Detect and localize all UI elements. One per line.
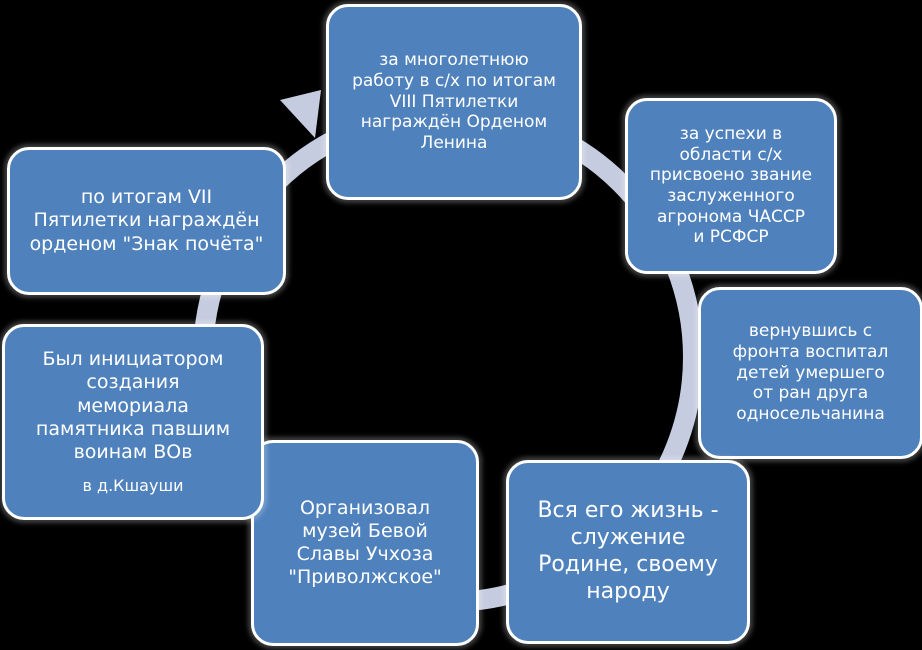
node-military-museum: Организовал музей Бевой Славы Учхоза "Пр… [251,440,479,646]
node-badge-of-honour-text: по итогам VII Пятилетки награждён ордено… [29,186,264,255]
node-memorial-initiator: Был инициатором создания мемориала памят… [2,324,264,520]
node-raised-children-text: вернувшись с фронта воспитал детей умерш… [732,321,889,425]
cycle-arrow-head [280,90,321,138]
node-honored-agronomist: за успехи в области с/х присвоено звание… [625,98,837,274]
node-service-to-homeland: Вся его жизнь - служение Родине, своему … [506,460,750,644]
node-honored-agronomist-text: за успехи в области с/х присвоено звание… [649,123,813,248]
node-memorial-initiator-text: Был инициатором создания мемориала памят… [35,348,231,463]
node-memorial-initiator-subtext: в д.Кшауши [82,476,184,496]
node-raised-children: вернувшись с фронта воспитал детей умерш… [698,287,922,459]
node-service-to-homeland-text: Вся его жизнь - служение Родине, своему … [537,498,719,604]
node-military-museum-text: Организовал музей Бевой Славы Учхоза "Пр… [288,496,442,589]
node-order-of-lenin: за многолетнюю работу в с/х по итогам VI… [326,4,582,200]
node-badge-of-honour: по итогам VII Пятилетки награждён ордено… [7,147,286,295]
node-order-of-lenin-text: за многолетнюю работу в с/х по итогам VI… [352,50,556,154]
